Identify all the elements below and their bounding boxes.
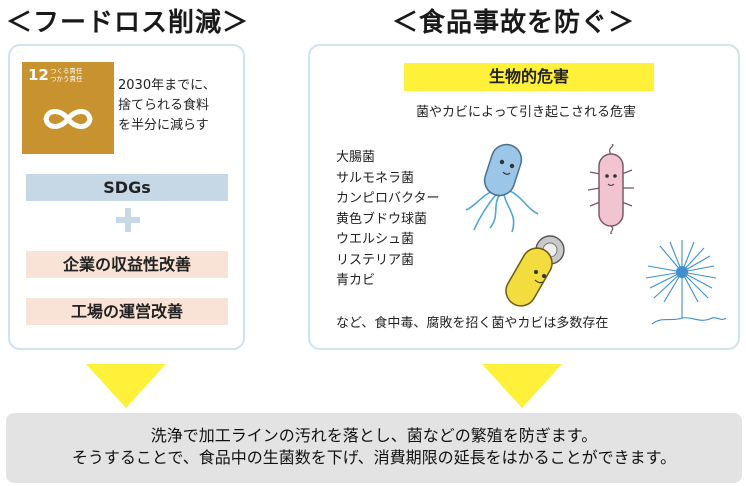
conclusion-line: そうすることで、食品中の生菌数を下げ、消費期限の延長をはかることができます。: [71, 448, 677, 467]
sdg-goal-line: を半分に減らす: [118, 118, 209, 133]
profit-improvement-bar: 企業の収益性改善: [26, 251, 228, 278]
hazard-subtitle: 菌やカビによって引き起こされる危害: [416, 105, 636, 120]
sdgs-bar: SDGs: [26, 174, 228, 201]
heading-food-accident: ＜食品事故を防ぐ＞: [392, 8, 636, 38]
hazard-note: など、食中毒、腐敗を招く菌やカビは多数存在: [336, 316, 609, 331]
arrow-down-right-icon: [482, 364, 562, 408]
sdg-caption-line: つかう責任: [50, 75, 83, 83]
heading-food-loss: ＜フードロス削減＞: [6, 8, 250, 38]
bacterium-yellow-icon: [505, 235, 565, 307]
conclusion-box: 洗浄で加工ラインの汚れを落とし、菌などの繁殖を防ぎます。 そうすることで、食品中…: [6, 413, 742, 483]
sdg-12-icon: 12 つくる責任 つかう責任: [22, 62, 114, 154]
sdg-caption-line: つくる責任: [50, 67, 83, 75]
conclusion-line: 洗浄で加工ラインの汚れを落とし、菌などの繁殖を防ぎます。: [150, 426, 598, 445]
infinity-icon: [43, 109, 93, 129]
sdg-caption: つくる責任 つかう責任: [50, 67, 110, 83]
mold-icon: [645, 240, 726, 325]
list-item: リステリア菌: [336, 252, 415, 268]
bacterium-pink-icon: [587, 144, 634, 234]
food-loss-panel: 12 つくる責任 つかう責任 2030年までに、 捨てられる食料 を半分に減らす…: [8, 44, 245, 350]
factory-operation-bar: 工場の運営改善: [26, 298, 228, 325]
food-accident-panel: 生物的危害 菌やカビによって引き起こされる危害 大腸菌 サルモネラ菌 カンピロバ…: [308, 44, 740, 350]
list-item: 大腸菌: [336, 150, 376, 165]
arrow-down-left-icon: [86, 364, 166, 408]
list-item: 黄色ブドウ球菌: [336, 211, 428, 227]
list-item: カンピロバクター: [336, 191, 440, 206]
sdg-goal-line: 2030年までに、: [118, 78, 216, 93]
plus-icon: [116, 208, 140, 232]
list-item: ウエルシュ菌: [336, 232, 415, 247]
sdg-goal-text: 2030年までに、 捨てられる食料 を半分に減らす: [118, 76, 238, 136]
sdg-number: 12: [28, 66, 49, 84]
microbe-list: 大腸菌 サルモネラ菌 カンピロバクター 黄色ブドウ球菌 ウエルシュ菌 リステリア…: [336, 148, 439, 292]
biological-hazard-title: 生物的危害: [404, 63, 654, 91]
list-item: サルモネラ菌: [336, 170, 415, 186]
sdg-goal-line: 捨てられる食料: [118, 98, 210, 113]
bacterium-blue-icon: [465, 143, 539, 233]
list-item: 青カビ: [336, 273, 376, 288]
